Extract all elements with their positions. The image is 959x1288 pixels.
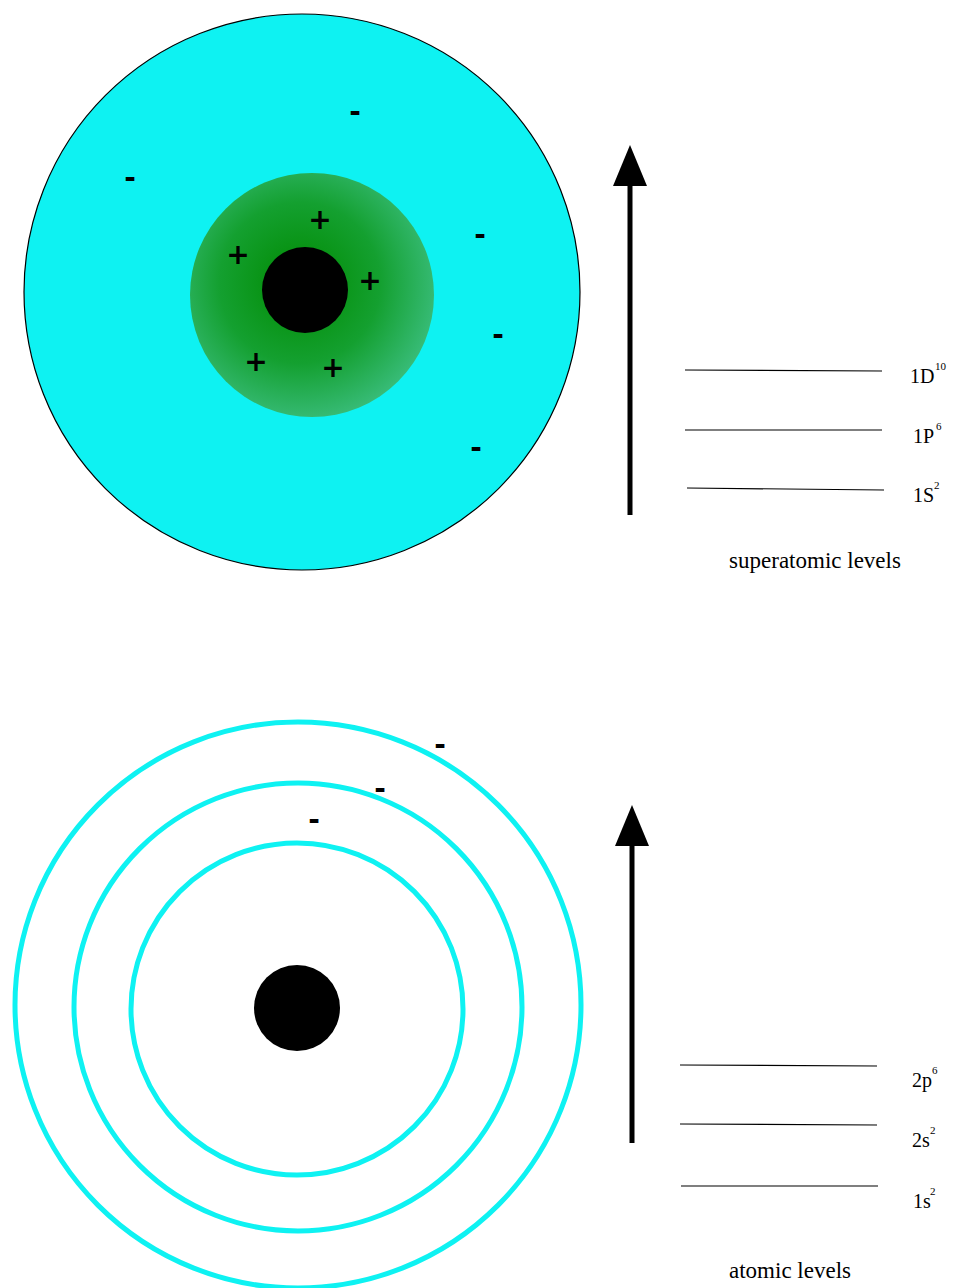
- charge-sign: +: [308, 206, 331, 234]
- electron-sign: -: [124, 164, 136, 192]
- arrow-head: [615, 805, 649, 846]
- level-line: [680, 1065, 877, 1066]
- level-occupancy: 6: [936, 421, 942, 432]
- electron-shell: [131, 843, 463, 1175]
- level-line: [681, 1185, 878, 1186]
- electron-sign: -: [308, 806, 320, 834]
- charge-sign: +: [226, 241, 249, 269]
- level-occupancy: 2: [930, 1125, 936, 1136]
- electron-cloud: [24, 14, 580, 570]
- level-line: [680, 1124, 877, 1125]
- level-name: 1s: [913, 1191, 931, 1211]
- charge-sign: +: [244, 348, 267, 376]
- level-name: 1P: [913, 426, 934, 446]
- electron-shell: [15, 722, 581, 1288]
- level-occupancy: 2: [930, 1186, 936, 1197]
- level-name: 2s: [912, 1130, 930, 1150]
- nucleus: [254, 965, 340, 1051]
- level-line: [685, 429, 882, 430]
- energy-arrow: [628, 180, 633, 515]
- level-occupancy: 10: [935, 361, 946, 372]
- arrow-head: [613, 145, 647, 186]
- charge-sign: +: [321, 354, 344, 382]
- nucleus: [262, 247, 348, 333]
- level-name: 1D: [910, 366, 934, 386]
- electron-shell: [74, 783, 522, 1231]
- positive-core: [190, 173, 434, 417]
- level-line: [685, 370, 882, 371]
- electron-sign: -: [374, 775, 386, 803]
- level-occupancy: 6: [932, 1065, 938, 1076]
- electron-sign: -: [434, 731, 446, 759]
- level-name: 2p: [912, 1070, 932, 1090]
- diagram-caption: atomic levels: [729, 1259, 851, 1282]
- level-name: 1S: [913, 485, 934, 505]
- level-occupancy: 2: [934, 480, 940, 491]
- electron-sign: -: [349, 98, 361, 126]
- electron-sign: -: [470, 434, 482, 462]
- diagram-caption: superatomic levels: [729, 549, 901, 572]
- energy-arrow: [630, 840, 635, 1143]
- electron-sign: -: [474, 221, 486, 249]
- electron-sign: -: [492, 321, 504, 349]
- level-line: [687, 488, 884, 490]
- charge-sign: +: [358, 267, 381, 295]
